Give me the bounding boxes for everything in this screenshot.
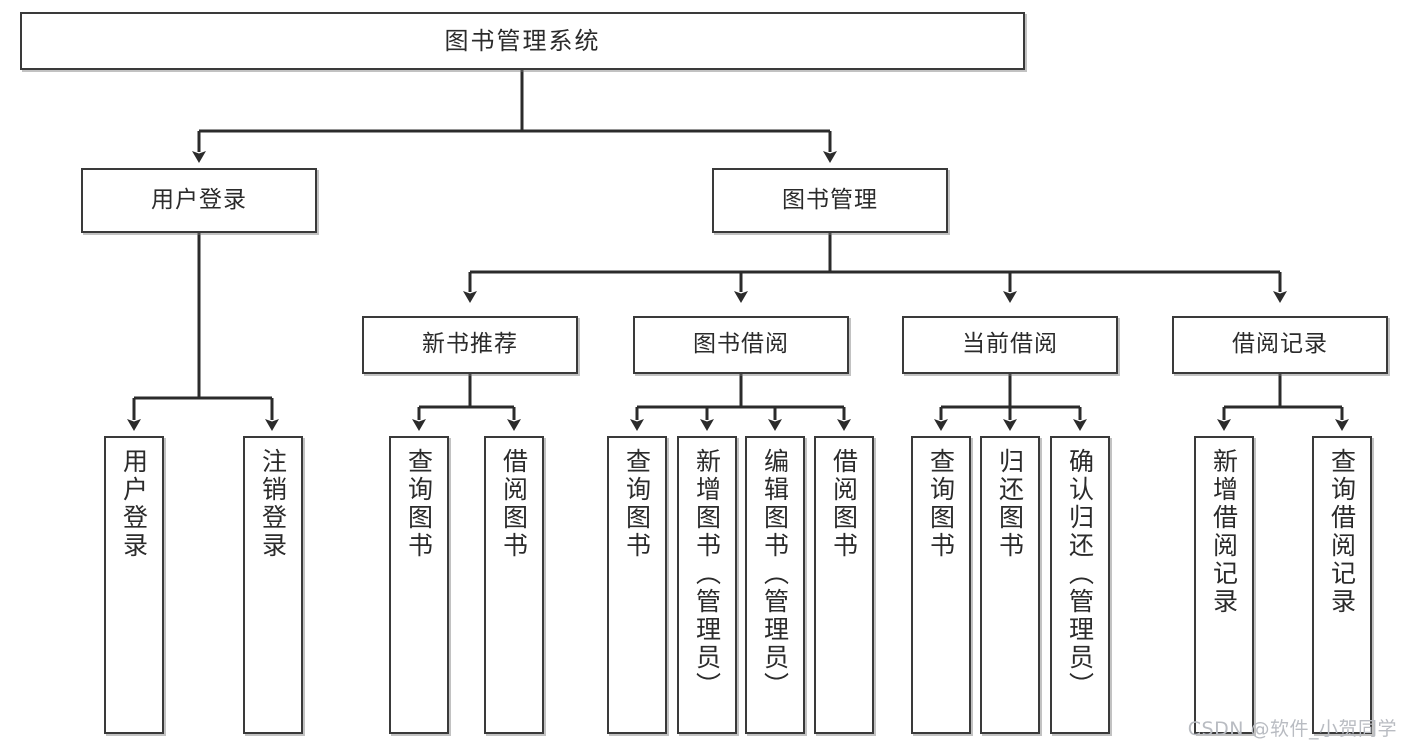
node-leaf-query-book-3[interactable]: 查询图书 xyxy=(911,436,971,734)
node-new-book-recommend-label: 新书推荐 xyxy=(422,331,518,358)
node-leaf-add-borrow-record-label: 新增借阅记录 xyxy=(1209,448,1239,616)
node-leaf-return-book-label: 归还图书 xyxy=(995,448,1025,560)
node-leaf-query-book-1-label: 查询图书 xyxy=(404,448,434,560)
node-leaf-logout-login[interactable]: 注销登录 xyxy=(243,436,303,734)
node-book-manage-label: 图书管理 xyxy=(782,186,878,213)
node-leaf-edit-book-label: 编辑图书（管理员） xyxy=(760,448,790,700)
node-leaf-query-borrow-record-label: 查询借阅记录 xyxy=(1327,448,1357,616)
node-current-borrow[interactable]: 当前借阅 xyxy=(902,316,1118,374)
node-root-label: 图书管理系统 xyxy=(444,26,601,55)
node-leaf-query-book-1[interactable]: 查询图书 xyxy=(389,436,449,734)
node-book-manage[interactable]: 图书管理 xyxy=(712,168,948,233)
node-leaf-return-book[interactable]: 归还图书 xyxy=(980,436,1040,734)
node-new-book-recommend[interactable]: 新书推荐 xyxy=(362,316,578,374)
node-leaf-borrow-book-1-label: 借阅图书 xyxy=(499,448,529,560)
node-leaf-query-book-2-label: 查询图书 xyxy=(622,448,652,560)
node-current-borrow-label: 当前借阅 xyxy=(962,331,1058,358)
node-user-login[interactable]: 用户登录 xyxy=(81,168,317,233)
node-leaf-add-book[interactable]: 新增图书（管理员） xyxy=(677,436,737,734)
node-leaf-user-login[interactable]: 用户登录 xyxy=(104,436,164,734)
node-leaf-query-book-3-label: 查询图书 xyxy=(926,448,956,560)
node-leaf-borrow-book-2[interactable]: 借阅图书 xyxy=(814,436,874,734)
node-leaf-query-book-2[interactable]: 查询图书 xyxy=(607,436,667,734)
node-leaf-add-borrow-record[interactable]: 新增借阅记录 xyxy=(1194,436,1254,734)
node-leaf-logout-login-label: 注销登录 xyxy=(258,448,288,560)
csdn-watermark: CSDN @软件_小贺同学 xyxy=(1187,718,1397,740)
node-leaf-query-borrow-record[interactable]: 查询借阅记录 xyxy=(1312,436,1372,734)
node-leaf-user-login-label: 用户登录 xyxy=(119,448,149,560)
node-leaf-borrow-book-2-label: 借阅图书 xyxy=(829,448,859,560)
node-borrow-record[interactable]: 借阅记录 xyxy=(1172,316,1388,374)
node-borrow-record-label: 借阅记录 xyxy=(1232,331,1328,358)
node-leaf-confirm-return-label: 确认归还（管理员） xyxy=(1065,448,1095,700)
node-user-login-label: 用户登录 xyxy=(151,186,247,213)
node-leaf-add-book-label: 新增图书（管理员） xyxy=(692,448,722,700)
node-leaf-confirm-return[interactable]: 确认归还（管理员） xyxy=(1050,436,1110,734)
node-book-borrow[interactable]: 图书借阅 xyxy=(633,316,849,374)
node-book-borrow-label: 图书借阅 xyxy=(693,331,789,358)
node-leaf-borrow-book-1[interactable]: 借阅图书 xyxy=(484,436,544,734)
node-leaf-edit-book[interactable]: 编辑图书（管理员） xyxy=(745,436,805,734)
node-root[interactable]: 图书管理系统 xyxy=(20,12,1025,70)
